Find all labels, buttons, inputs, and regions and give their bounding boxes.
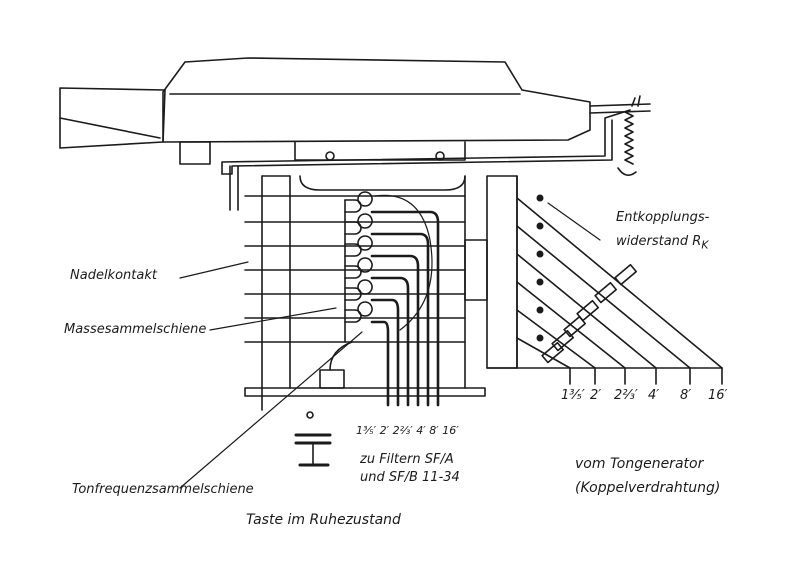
ground-bus-label: Massesammelschiene [64, 322, 207, 337]
footage-right-6: 16′ [708, 388, 728, 403]
coupling-resistor-text: widerstand R [616, 234, 702, 249]
drawing-caption: Taste im Ruhezustand [246, 512, 401, 528]
key-lever [59, 57, 591, 165]
coupling-resistor-label-2: widerstand RK [616, 234, 708, 252]
coupling-resistor-subscript: K [701, 238, 709, 252]
filters-label-2: und SF/B 11-34 [360, 470, 460, 485]
filters-label-1: zu Filtern SF/A [360, 452, 454, 467]
coupling-resistors [516, 197, 723, 369]
footage-right-4: 4′ [648, 388, 660, 403]
generator-label-2: (Koppelverdrahtung) [575, 480, 721, 496]
contact-dots [536, 194, 544, 342]
footage-right-5: 8′ [680, 388, 692, 403]
needle-contact-label: Nadelkontakt [70, 268, 157, 283]
coupling-resistor-label-1: Entkopplungs- [616, 210, 710, 225]
coupling-panel [486, 175, 723, 369]
footage-right-2: 2′ [590, 388, 602, 403]
footage-right-3: 2⅔′ [614, 388, 638, 403]
leader-lines [179, 202, 601, 489]
footage-labels-left: 1³⁄₅′ 2′ 2⅔′ 4′ 8′ 16′ [356, 424, 459, 437]
generator-label-1: vom Tongenerator [575, 456, 704, 472]
spring-bracket [221, 95, 651, 211]
contact-frame [244, 175, 488, 411]
footage-right-1: 1³⁄₅′ [561, 388, 585, 403]
tone-bus-label: Tonfrequenzsammelschiene [72, 482, 254, 497]
filter-wiring [370, 210, 440, 407]
generator-pins [569, 367, 723, 385]
tone-bus-bar [294, 341, 353, 467]
